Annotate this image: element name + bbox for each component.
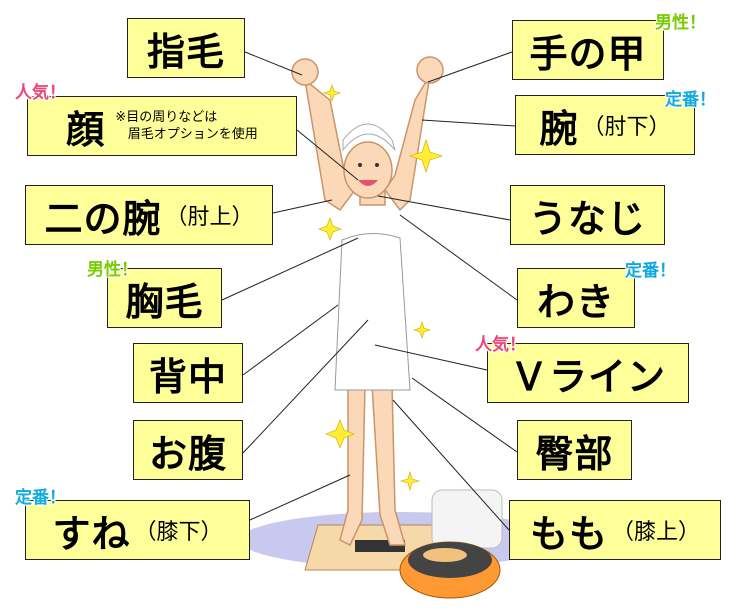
- label-sub: （肘上）: [165, 205, 254, 230]
- label-upper-arm: 二の腕（肘上）: [25, 185, 273, 245]
- badge-standard: 定番！: [665, 90, 716, 110]
- label-text: 二の腕: [44, 196, 162, 241]
- mouth: [358, 180, 378, 186]
- label-text: うなじ: [528, 196, 646, 241]
- label-text: 胸毛: [125, 279, 204, 324]
- badge-popular: 人気！: [475, 335, 526, 355]
- badge-standard: 定番！: [625, 261, 676, 281]
- label-sub: （膝下）: [134, 520, 223, 545]
- label-text: 手の甲: [529, 31, 647, 76]
- label-text: 腕: [539, 106, 579, 151]
- label-finger-hair: 指毛: [127, 18, 245, 78]
- label-text: もも: [529, 511, 608, 556]
- right-eye: [375, 163, 379, 167]
- label-nape: うなじ: [510, 185, 665, 245]
- label-face: 顔 ※目の周りなどは 眉毛オプションを使用: [27, 96, 297, 156]
- label-back: 背中: [133, 343, 243, 403]
- body-towel: [334, 233, 411, 391]
- label-back-of-hand: 手の甲: [512, 20, 664, 80]
- label-chest-hair: 胸毛: [107, 268, 222, 328]
- label-forearm: 腕（肘下）: [515, 95, 695, 155]
- note-line-2: 眉毛オプションを使用: [127, 127, 258, 142]
- label-sub: （膝上）: [612, 520, 701, 545]
- label-text: Ｖライン: [509, 354, 666, 399]
- label-text: お腹: [148, 431, 227, 476]
- badge-standard: 定番！: [15, 488, 66, 508]
- leader-lines: [221, 51, 518, 531]
- label-text: わき: [536, 279, 615, 324]
- label-text: 指毛: [146, 29, 225, 74]
- label-sub: （肘下）: [582, 115, 671, 140]
- label-text: 顔: [66, 107, 106, 152]
- woman-figure: [291, 56, 444, 547]
- label-belly: お腹: [133, 420, 243, 480]
- face-note: ※目の周りなどは 眉毛オプションを使用: [115, 109, 257, 143]
- badge-popular: 人気！: [15, 83, 66, 103]
- hair-removal-device-icon: [399, 489, 503, 599]
- label-thigh: もも（膝上）: [509, 500, 721, 560]
- note-line-1: ※目の周りなどは: [115, 110, 218, 125]
- hair-towel: [342, 123, 396, 152]
- badge-male: 男性！: [87, 260, 138, 280]
- sparkle-icons: [318, 84, 443, 492]
- label-shin: すね（膝下）: [25, 500, 250, 560]
- label-buttocks: 臀部: [517, 420, 632, 480]
- label-text: 臀部: [535, 431, 614, 476]
- label-text: 背中: [148, 354, 227, 399]
- left-eye: [358, 163, 362, 167]
- label-v-line: Ｖライン: [487, 343, 689, 403]
- label-underarm: わき: [517, 268, 635, 328]
- label-text: すね: [52, 511, 131, 556]
- badge-male: 男性！: [655, 13, 706, 33]
